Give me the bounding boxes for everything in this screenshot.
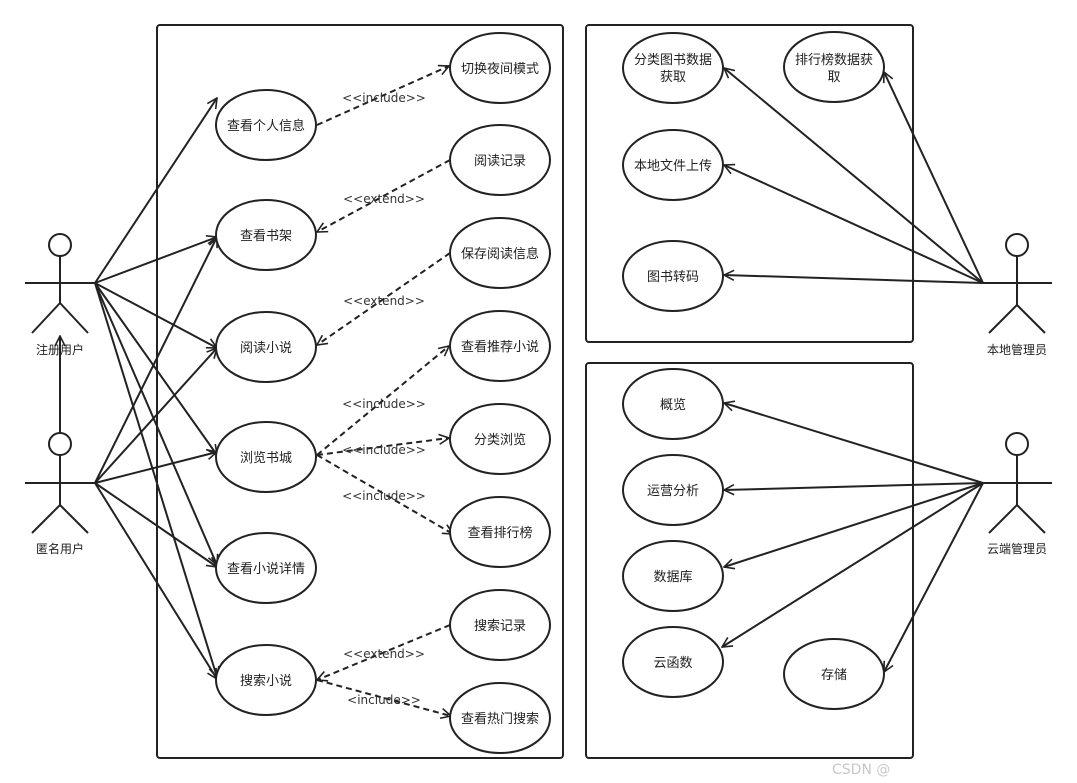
use-case-bookshelf: 查看书架 [215,199,317,271]
use-case-search-history: 搜索记录 [449,589,551,661]
actor-anonymous-user [25,432,95,534]
svg-text:搜索小说: 搜索小说 [240,674,292,689]
rel-include-ranking: <<include>> [342,489,426,503]
svg-text:概览: 概览 [660,397,686,413]
actor-local-admin-label: 本地管理员 [987,342,1047,357]
rel-include-category: <<include>> [342,443,426,457]
use-case-ranking-data: 排行榜数据获 取 [783,31,885,103]
actor-local-admin [983,233,1052,334]
rel-include-night-mode: <<include>> [342,91,426,105]
svg-text:查看排行榜: 查看排行榜 [467,525,532,541]
use-case-hot-search: 查看热门搜索 [449,682,551,754]
actor-cloud-admin-label: 云端管理员 [987,541,1047,556]
use-case-transcode: 图书转码 [622,240,724,312]
cloud-system-boundary [585,362,914,759]
watermark: CSDN @ [832,762,890,778]
rel-extend-search-history: <<extend>> [343,647,425,661]
rel-extend-read-history: <<extend>> [343,192,425,206]
svg-text:查看书架: 查看书架 [240,228,292,244]
actor-registered-user [25,233,95,334]
svg-text:切换夜间模式: 切换夜间模式 [461,62,539,77]
svg-text:取: 取 [827,70,840,85]
use-case-night-mode: 切换夜间模式 [449,32,551,104]
local-admin-associations [724,68,984,284]
use-case-storage: 存储 [783,638,885,710]
actor-cloud-admin [983,432,1052,534]
svg-text:查看热门搜索: 查看热门搜索 [461,711,539,727]
use-case-browse-store: 浏览书城 [215,421,317,493]
svg-text:存储: 存储 [821,668,847,683]
use-case-local-upload: 本地文件上传 [622,129,724,201]
use-case-search-novel: 搜索小说 [215,644,317,716]
use-case-overview: 概览 [622,368,724,440]
use-case-category-data: 分类图书数据 获取 [622,32,724,104]
svg-text:本地文件上传: 本地文件上传 [634,159,712,174]
anonymous-associations [94,237,217,679]
svg-text:运营分析: 运营分析 [647,484,699,499]
use-case-novel-detail: 查看小说详情 [215,532,317,604]
svg-text:查看推荐小说: 查看推荐小说 [461,339,539,355]
svg-text:浏览书城: 浏览书城 [240,450,292,466]
dependency-arrows [317,66,453,716]
use-case-category-browse: 分类浏览 [449,403,551,475]
rel-include-hot-search: <include>> [347,693,421,707]
svg-text:查看个人信息: 查看个人信息 [227,118,305,134]
svg-text:排行榜数据获: 排行榜数据获 [795,52,873,68]
rel-extend-save-progress: <<extend>> [343,294,425,308]
registered-associations [94,98,217,677]
svg-text:保存阅读信息: 保存阅读信息 [461,246,539,262]
svg-text:获取: 获取 [660,70,686,85]
use-case-save-progress: 保存阅读信息 [449,217,551,289]
use-case-cloud-function: 云函数 [622,626,724,698]
svg-text:数据库: 数据库 [653,569,692,585]
use-case-profile: 查看个人信息 [215,89,317,161]
use-case-read-history: 阅读记录 [449,124,551,196]
use-case-operations: 运营分析 [622,454,724,526]
cloud-admin-associations [722,403,984,672]
rel-include-recommend: <<include>> [342,397,426,411]
svg-text:分类图书数据: 分类图书数据 [634,53,712,68]
local-system-boundary [585,24,914,343]
svg-text:搜索记录: 搜索记录 [474,619,526,634]
use-case-recommend: 查看推荐小说 [449,310,551,382]
svg-text:阅读小说: 阅读小说 [240,341,292,356]
use-case-read-novel: 阅读小说 [215,311,317,383]
use-case-ranking: 查看排行榜 [449,496,551,568]
actor-anonymous-label: 匿名用户 [36,541,84,556]
svg-text:图书转码: 图书转码 [647,270,699,285]
svg-text:分类浏览: 分类浏览 [474,432,526,448]
svg-text:云函数: 云函数 [653,656,692,671]
svg-text:阅读记录: 阅读记录 [474,154,526,169]
svg-text:查看小说详情: 查看小说详情 [227,561,305,577]
use-case-database: 数据库 [622,540,724,612]
client-system-boundary [156,24,564,759]
